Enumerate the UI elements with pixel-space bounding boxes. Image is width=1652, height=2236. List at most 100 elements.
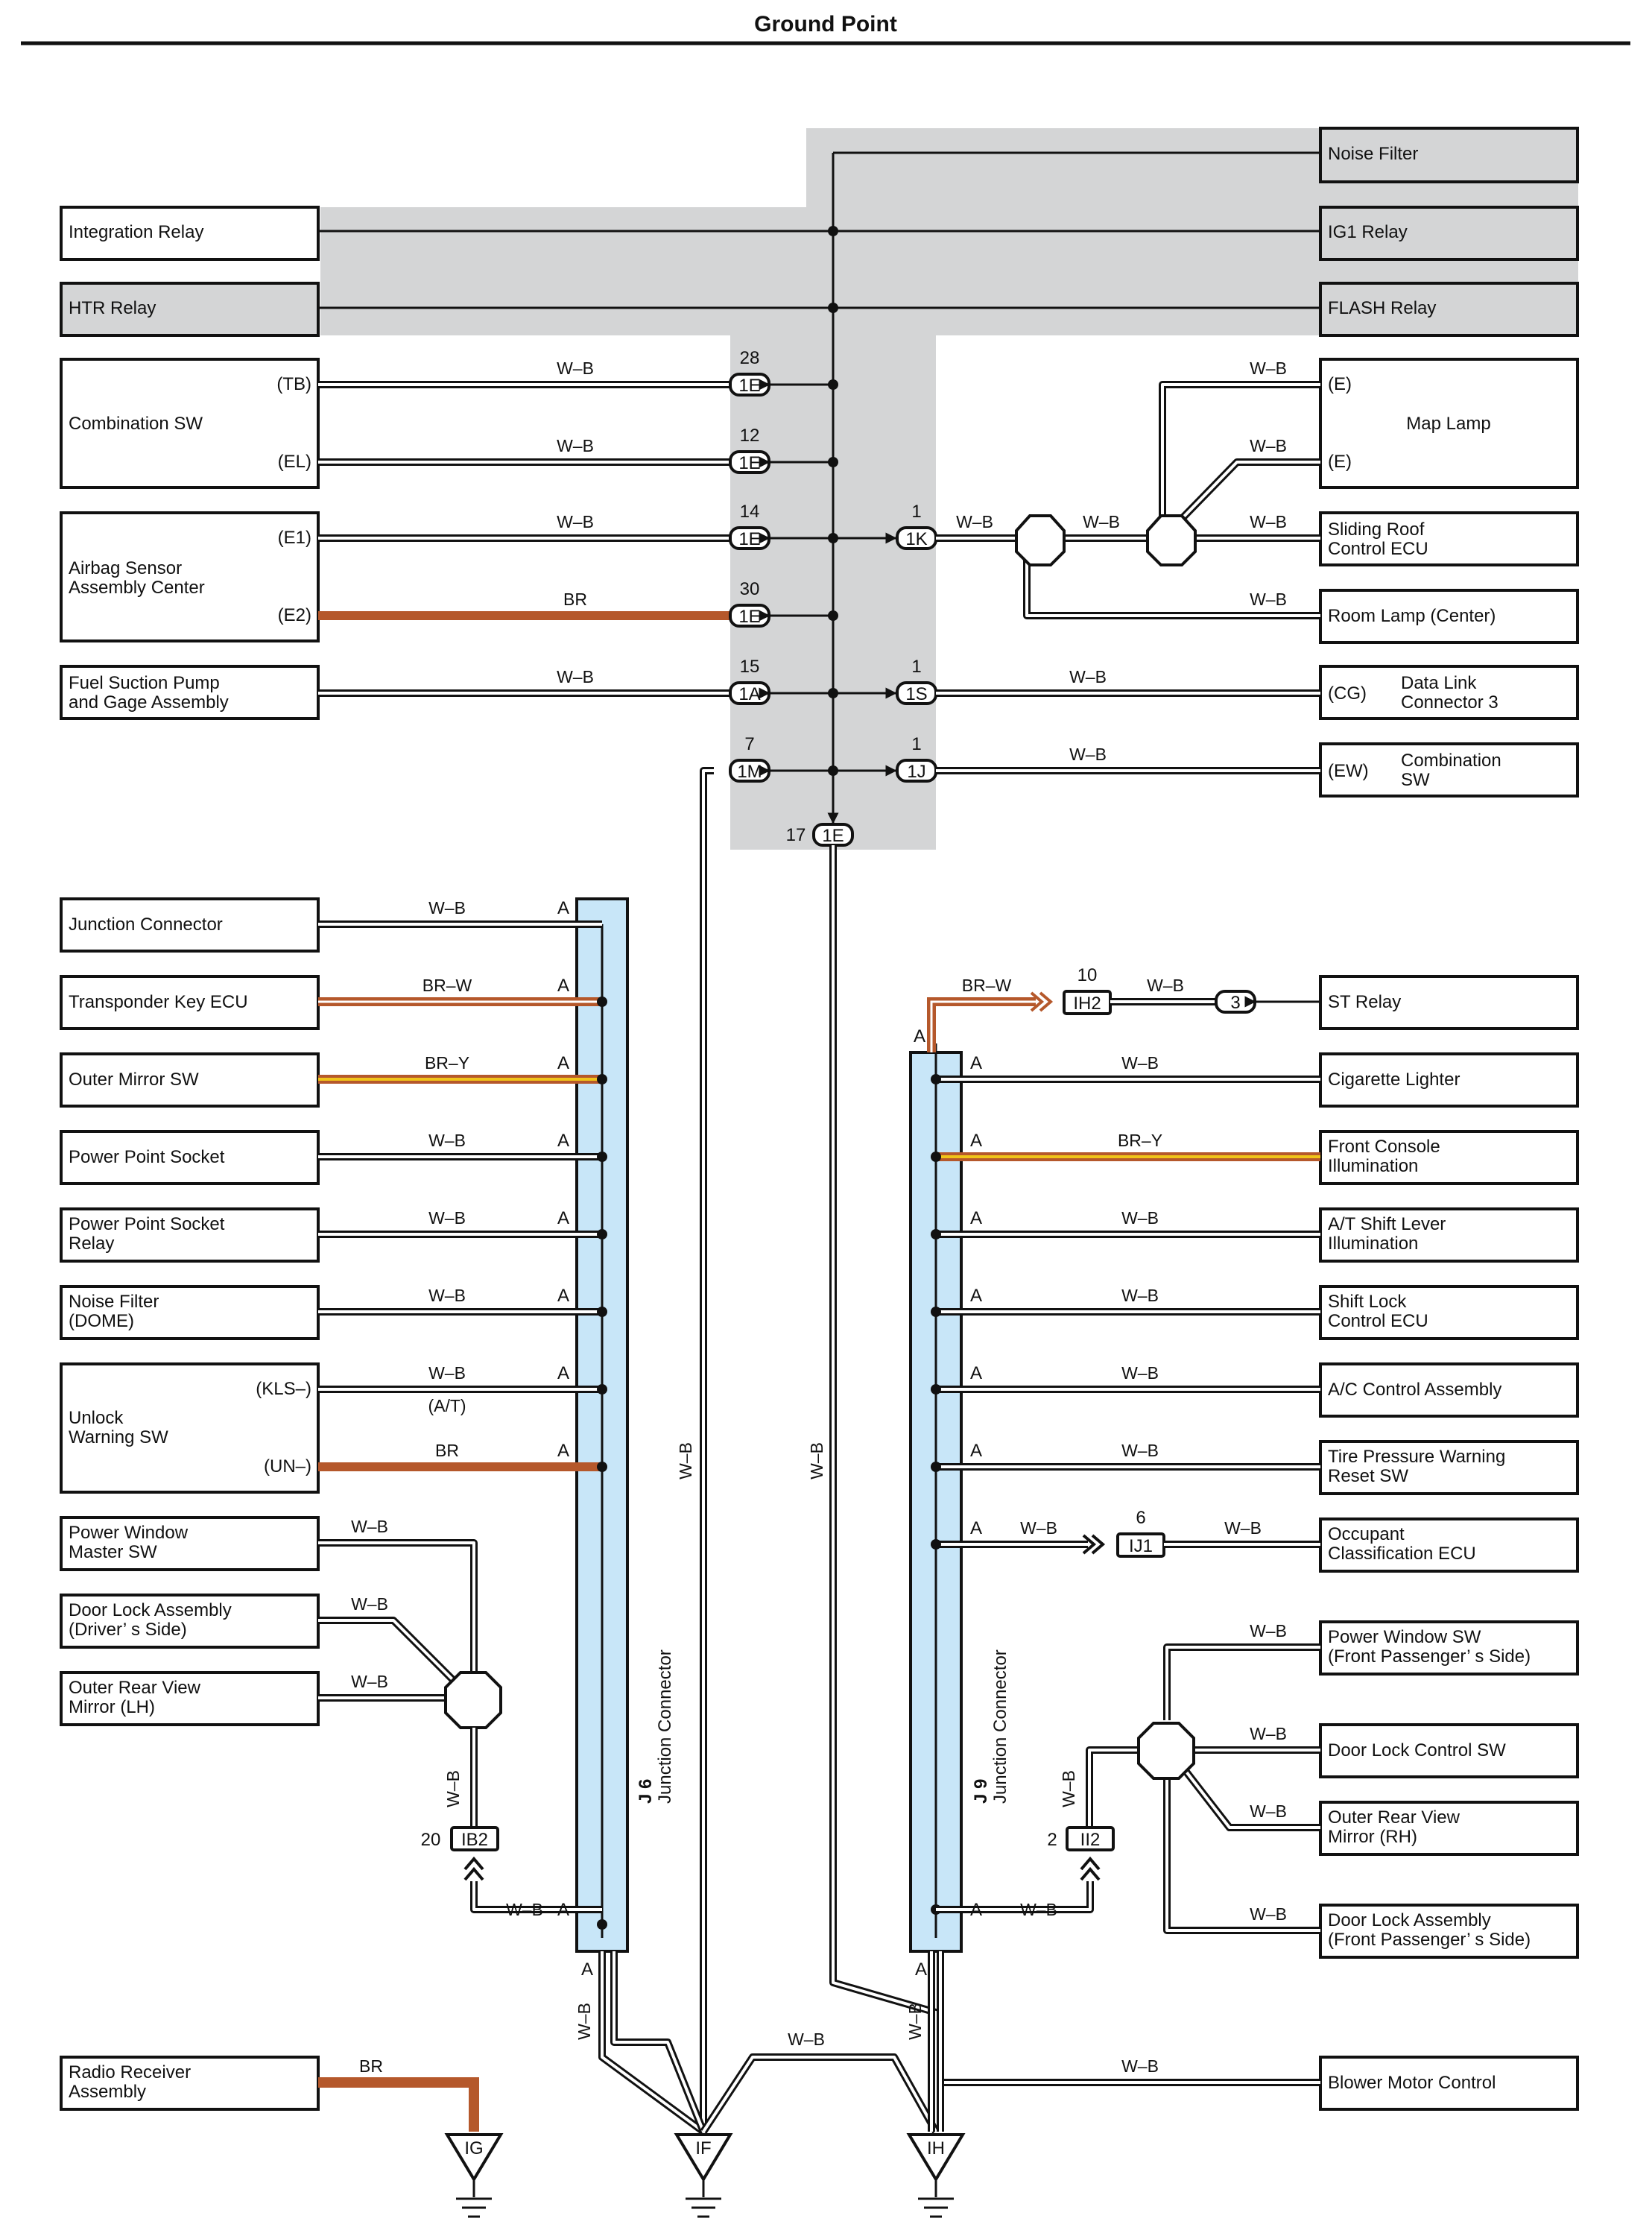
- svg-text:Room Lamp (Center): Room Lamp (Center): [1328, 606, 1496, 626]
- svg-text:W–B: W–B: [428, 1363, 466, 1383]
- svg-text:W–B: W–B: [557, 667, 594, 686]
- ig1-relay-box: [1319, 206, 1579, 261]
- svg-text:Cigarette Lighter: Cigarette Lighter: [1328, 1070, 1460, 1090]
- splice-1: [1015, 514, 1066, 566]
- flash-relay-label: FLASH Relay: [1328, 298, 1436, 318]
- svg-text:1E: 1E: [738, 529, 760, 549]
- svg-text:W–B: W–B: [443, 1770, 463, 1807]
- svg-text:1E: 1E: [738, 376, 760, 396]
- svg-text:W–B: W–B: [428, 1286, 466, 1305]
- svg-text:BR: BR: [435, 1441, 459, 1460]
- svg-text:Relay: Relay: [69, 1234, 114, 1254]
- svg-text:(E): (E): [1328, 452, 1352, 472]
- svg-text:BR: BR: [359, 2056, 383, 2076]
- svg-text:1K: 1K: [905, 529, 927, 549]
- svg-text:Connector 3: Connector 3: [1401, 692, 1498, 713]
- svg-text:Warning SW: Warning SW: [69, 1427, 168, 1447]
- svg-text:W–B: W–B: [351, 1517, 388, 1536]
- svg-text:14: 14: [740, 502, 760, 522]
- svg-text:28: 28: [740, 348, 760, 368]
- svg-text:Junction Connector: Junction Connector: [655, 1649, 675, 1804]
- svg-text:Tire Pressure Warning: Tire Pressure Warning: [1328, 1447, 1505, 1467]
- svg-text:Transponder Key ECU: Transponder Key ECU: [69, 992, 248, 1012]
- svg-text:IJ1: IJ1: [1129, 1536, 1153, 1556]
- left-upper-wires: W–B W–B W–B BR W–B: [318, 359, 738, 697]
- flash-relay-box: [1319, 282, 1579, 337]
- svg-text:W–B: W–B: [506, 1900, 543, 1919]
- svg-text:1E: 1E: [822, 826, 844, 846]
- svg-text:A: A: [970, 1900, 982, 1920]
- svg-text:W–B: W–B: [557, 436, 594, 455]
- fuel-pump-label-2: and Gage Assembly: [69, 692, 229, 713]
- svg-text:Mirror (RH): Mirror (RH): [1328, 1827, 1417, 1847]
- svg-text:(Front Passenger’ s Side): (Front Passenger’ s Side): [1328, 1930, 1531, 1950]
- ig1-relay-label: IG1 Relay: [1328, 222, 1408, 242]
- svg-text:W–B: W–B: [1083, 512, 1120, 531]
- svg-text:(Driver’ s Side): (Driver’ s Side): [69, 1620, 187, 1640]
- right-upper-components: Map Lamp (E) (E) Sliding Roof Control EC…: [1319, 358, 1579, 798]
- svg-text:Power Window: Power Window: [69, 1523, 189, 1543]
- htr-relay-box: [60, 282, 320, 337]
- svg-text:W–B: W–B: [1250, 1904, 1287, 1924]
- svg-text:A: A: [970, 1208, 982, 1228]
- top-components: Noise Filter Integration Relay IG1 Relay…: [60, 127, 1579, 337]
- svg-text:1: 1: [911, 657, 921, 677]
- svg-text:(E): (E): [1328, 374, 1352, 394]
- svg-text:IG: IG: [464, 2138, 483, 2158]
- page-title: Ground Point: [754, 12, 897, 37]
- inline-connectors-right: 1K 1 1S 1 1J 1: [833, 502, 937, 783]
- pin-e2: (E2): [278, 605, 311, 625]
- svg-text:W–B: W–B: [905, 2003, 925, 2040]
- svg-text:SW: SW: [1401, 770, 1430, 790]
- svg-text:W–B: W–B: [575, 2003, 594, 2040]
- svg-text:A: A: [557, 898, 569, 918]
- j6-junction: J 6 Junction Connector: [575, 897, 675, 1953]
- svg-text:A: A: [970, 1286, 982, 1306]
- svg-text:Outer Rear View: Outer Rear View: [69, 1678, 201, 1698]
- svg-text:W–B: W–B: [351, 1594, 388, 1614]
- svg-text:W–B: W–B: [1250, 1621, 1287, 1640]
- svg-text:W–B: W–B: [1059, 1770, 1078, 1807]
- svg-text:BR–Y: BR–Y: [1118, 1131, 1162, 1150]
- svg-text:1M: 1M: [737, 762, 762, 782]
- svg-text:A/T Shift Lever: A/T Shift Lever: [1328, 1214, 1446, 1234]
- svg-text:A: A: [970, 1363, 982, 1383]
- fuel-pump-label-1: Fuel Suction Pump: [69, 673, 220, 693]
- svg-text:BR–W: BR–W: [423, 976, 472, 995]
- svg-text:12: 12: [740, 426, 760, 446]
- ground-if: IF: [674, 2133, 733, 2218]
- svg-text:(UN–): (UN–): [264, 1456, 311, 1477]
- svg-text:Blower Motor Control: Blower Motor Control: [1328, 2073, 1496, 2093]
- svg-text:A: A: [557, 1441, 569, 1461]
- svg-text:Door Lock Assembly: Door Lock Assembly: [1328, 1910, 1491, 1930]
- svg-text:W–B: W–B: [1250, 436, 1287, 455]
- map-lamp-label: Map Lamp: [1406, 414, 1490, 434]
- dlc3-box: [1319, 665, 1579, 720]
- left-lower-components: Junction Connector Transponder Key ECU O…: [60, 897, 320, 2111]
- svg-text:Mirror (LH): Mirror (LH): [69, 1697, 155, 1717]
- svg-text:3: 3: [1230, 993, 1240, 1013]
- ground-ih: IH: [906, 2133, 966, 2218]
- svg-text:Shift Lock: Shift Lock: [1328, 1292, 1407, 1312]
- inline-connectors-left: 1E 28 1E 12 1E 14 1E 30 1A 15 1M 7 1E 17: [729, 348, 854, 847]
- svg-text:1E: 1E: [738, 607, 760, 627]
- splice-right: [1137, 1722, 1195, 1780]
- svg-text:W–B: W–B: [1121, 2056, 1159, 2076]
- svg-text:A/C Control Assembly: A/C Control Assembly: [1328, 1380, 1501, 1400]
- svg-text:A: A: [557, 976, 569, 996]
- svg-text:1: 1: [911, 502, 921, 522]
- svg-text:7: 7: [744, 734, 754, 754]
- airbag-label-2: Assembly Center: [69, 578, 205, 598]
- noise-filter-box: [1319, 127, 1579, 183]
- svg-text:(DOME): (DOME): [69, 1311, 134, 1331]
- svg-text:(A/T): (A/T): [428, 1396, 466, 1415]
- svg-text:A: A: [970, 1518, 982, 1538]
- svg-text:2: 2: [1047, 1830, 1057, 1850]
- pin-el: (EL): [278, 452, 311, 472]
- svg-text:Junction Connector: Junction Connector: [990, 1649, 1010, 1804]
- svg-text:Power Window SW: Power Window SW: [1328, 1627, 1481, 1647]
- svg-text:W–B: W–B: [1069, 667, 1107, 686]
- svg-text:Classification ECU: Classification ECU: [1328, 1544, 1476, 1564]
- svg-text:A: A: [914, 1026, 925, 1046]
- svg-text:(CG): (CG): [1328, 683, 1367, 704]
